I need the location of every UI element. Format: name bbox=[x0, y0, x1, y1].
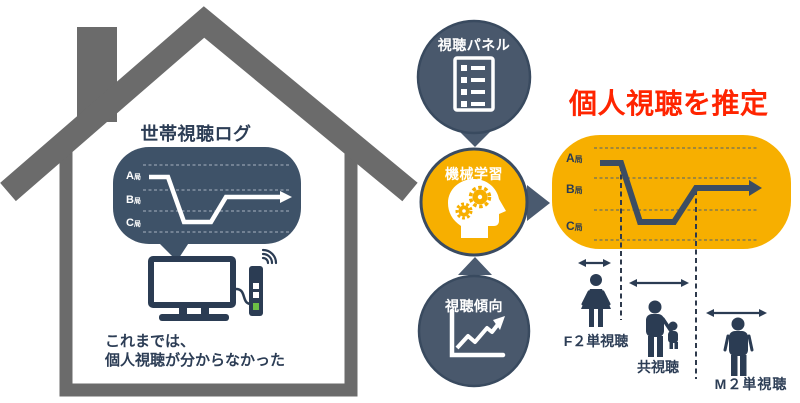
adult-and-child-icon bbox=[646, 300, 678, 357]
house-caption-line1: これまでは、 bbox=[105, 333, 196, 350]
tv-leg-left bbox=[179, 306, 187, 316]
step-label-panel: 視聴パネル bbox=[437, 37, 511, 53]
step-circle-panel bbox=[416, 19, 532, 135]
meter-light-2 bbox=[253, 292, 259, 298]
viewers bbox=[578, 259, 767, 376]
gear-icon-small bbox=[455, 202, 473, 220]
arrow-up-icon bbox=[458, 257, 492, 275]
pipeline bbox=[416, 19, 550, 388]
head-gears-icon bbox=[448, 179, 506, 238]
tv-screen bbox=[148, 256, 236, 308]
result-chart-arrowhead bbox=[749, 180, 762, 196]
viewer-label-f2: F２単視聴 bbox=[563, 333, 629, 349]
household-chart-line bbox=[149, 174, 280, 225]
wifi-icon bbox=[261, 248, 278, 265]
viewer-label-m2: M２単視聴 bbox=[714, 376, 788, 392]
arrow-down-icon bbox=[458, 130, 492, 147]
house-illustration bbox=[0, 6, 418, 397]
woman-icon bbox=[581, 274, 611, 327]
house-walls bbox=[59, 150, 358, 397]
man-icon bbox=[723, 317, 754, 376]
household-chart-arrowhead bbox=[280, 191, 292, 203]
gear-icon-large bbox=[468, 185, 492, 209]
channel-label-b: B局 bbox=[566, 182, 583, 196]
meter-light-1 bbox=[253, 283, 259, 289]
trend-chart-icon bbox=[449, 308, 506, 358]
bubble-body bbox=[113, 147, 301, 244]
channel-label-b: B局 bbox=[126, 194, 141, 206]
result-chart-line bbox=[600, 160, 749, 225]
step-label-trend: 視聴傾向 bbox=[445, 298, 503, 314]
house-roof bbox=[0, 6, 418, 202]
bubble-channel-labels: A局 B局 C局 bbox=[126, 170, 141, 229]
checklist-icon bbox=[453, 56, 495, 112]
result-chart: A局 B局 C局 bbox=[552, 135, 791, 379]
channel-label-a: A局 bbox=[566, 151, 583, 165]
segment-divider-lines bbox=[620, 166, 697, 379]
step-label-machine-learning: 機械学習 bbox=[445, 166, 503, 182]
channel-label-c: C局 bbox=[126, 217, 141, 229]
viewer-label-co-viewing: 共視聴 bbox=[637, 359, 679, 375]
meter-led-green bbox=[253, 303, 259, 310]
house-caption-line2: 個人視聴が分からなかった bbox=[105, 352, 286, 370]
tv-leg-right bbox=[201, 306, 209, 316]
tv-base bbox=[159, 314, 229, 321]
result-channel-labels: A局 B局 C局 bbox=[566, 151, 583, 233]
meter-device bbox=[249, 266, 263, 316]
channel-label-c: C局 bbox=[566, 219, 583, 233]
step-circle-trend bbox=[417, 274, 531, 388]
household-log-bubble: A局 B局 C局 bbox=[113, 147, 301, 261]
house-caption: これまでは、 個人視聴が分からなかった bbox=[105, 332, 285, 370]
channel-label-a: A局 bbox=[126, 170, 141, 182]
tv-illustration bbox=[148, 248, 278, 321]
arrow-right-icon bbox=[527, 185, 550, 221]
household-log-title: 世帯視聴ログ bbox=[140, 124, 252, 144]
result-heading: 個人視聴を推定 bbox=[569, 88, 769, 119]
tv-cable bbox=[235, 287, 252, 306]
